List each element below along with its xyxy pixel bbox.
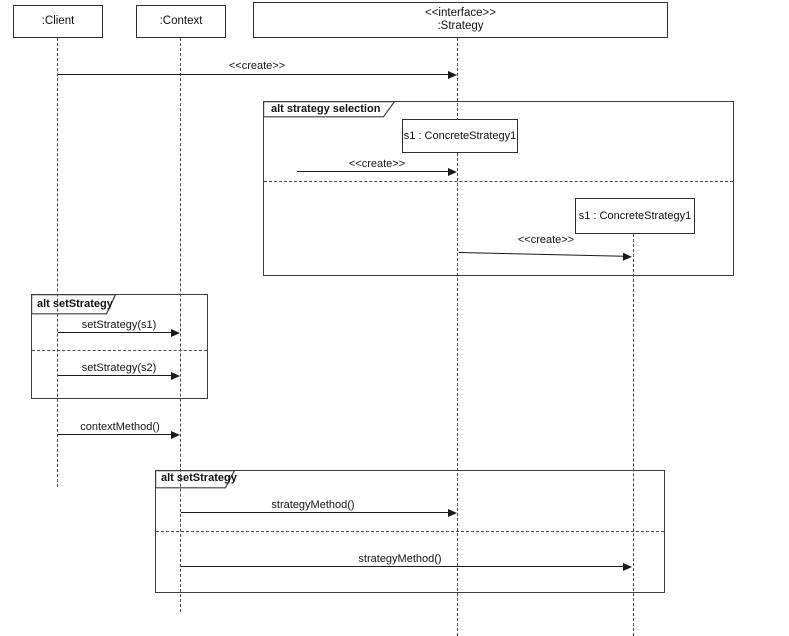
message-strategy-method-2-label: strategyMethod(): [358, 553, 442, 565]
frame-operator-tab-set-strategy-lower: [155, 470, 236, 489]
message-strategy-method-1-line: [181, 512, 449, 513]
concrete-strategy2-lifeline: [633, 234, 634, 636]
strategy-lifeline: [457, 38, 458, 636]
alt-separator-set-strategy-upper: [32, 350, 207, 351]
alt-frame-strategy-selection: [263, 101, 734, 276]
message-strategy-method-1-label: strategyMethod(): [271, 499, 355, 511]
alt-frame-set-strategy-upper: [31, 294, 208, 399]
object-concrete-strategy1-box-first: s1 : ConcreteStrategy1: [402, 119, 518, 153]
participant-strategy-label: :Strategy: [437, 20, 484, 32]
message-create-s2-arrowhead: [622, 252, 633, 261]
message-create-s1-label: <<create>>: [348, 158, 406, 170]
frame-operator-label-set-strategy-upper: alt setStrategy: [37, 298, 113, 310]
object-concrete-strategy1-label-second: s1 : ConcreteStrategy1: [578, 209, 692, 222]
participant-client-box: :Client: [13, 5, 103, 38]
alt-separator-strategy-selection: [264, 181, 733, 182]
message-create-s1-arrowhead: [448, 167, 457, 176]
alt-separator-set-strategy-lower: [156, 531, 664, 532]
context-lifeline: [180, 38, 181, 612]
message-set-strategy-s1-arrowhead: [171, 328, 180, 337]
message-set-strategy-s1-label: setStrategy(s1): [81, 319, 157, 331]
message-create-strategy-label: <<create>>: [228, 60, 286, 72]
frame-operator-tab-strategy-selection: [263, 101, 396, 118]
strategy-stereotype-label: <<interface>>: [425, 7, 496, 19]
object-concrete-strategy1-label-first: s1 : ConcreteStrategy1: [403, 129, 517, 142]
participant-client-label: :Client: [41, 15, 75, 27]
frame-operator-tab-set-strategy-upper: [31, 294, 117, 315]
message-create-s2-label: <<create>>: [517, 234, 575, 246]
message-set-strategy-s1-line: [58, 332, 172, 333]
message-context-method-label: contextMethod(): [80, 421, 160, 433]
alt-frame-set-strategy-lower: [155, 470, 665, 593]
participant-context-label: :Context: [159, 15, 203, 27]
object-concrete-strategy1-box-second: s1 : ConcreteStrategy1: [575, 198, 695, 234]
message-create-strategy-arrowhead: [448, 70, 457, 79]
participant-context-box: :Context: [136, 5, 226, 38]
message-strategy-method-2-arrowhead: [623, 562, 632, 571]
message-set-strategy-s2-label: setStrategy(s2): [81, 362, 157, 374]
message-strategy-method-2-line: [181, 566, 624, 567]
message-set-strategy-s2-line: [58, 375, 172, 376]
message-create-strategy-line: [58, 74, 449, 75]
message-context-method-line: [58, 434, 172, 435]
participant-strategy-box: <<interface>> :Strategy: [253, 2, 668, 38]
frame-operator-label-set-strategy-lower: alt setStrategy: [161, 472, 237, 484]
client-lifeline: [57, 38, 58, 487]
message-set-strategy-s2-arrowhead: [171, 371, 180, 380]
message-strategy-method-1-arrowhead: [448, 508, 457, 517]
message-context-method-arrowhead: [171, 430, 180, 439]
message-create-s2-line: [458, 252, 624, 257]
message-create-s1-line: [297, 171, 449, 172]
frame-operator-label-strategy-selection: alt strategy selection: [271, 103, 381, 115]
